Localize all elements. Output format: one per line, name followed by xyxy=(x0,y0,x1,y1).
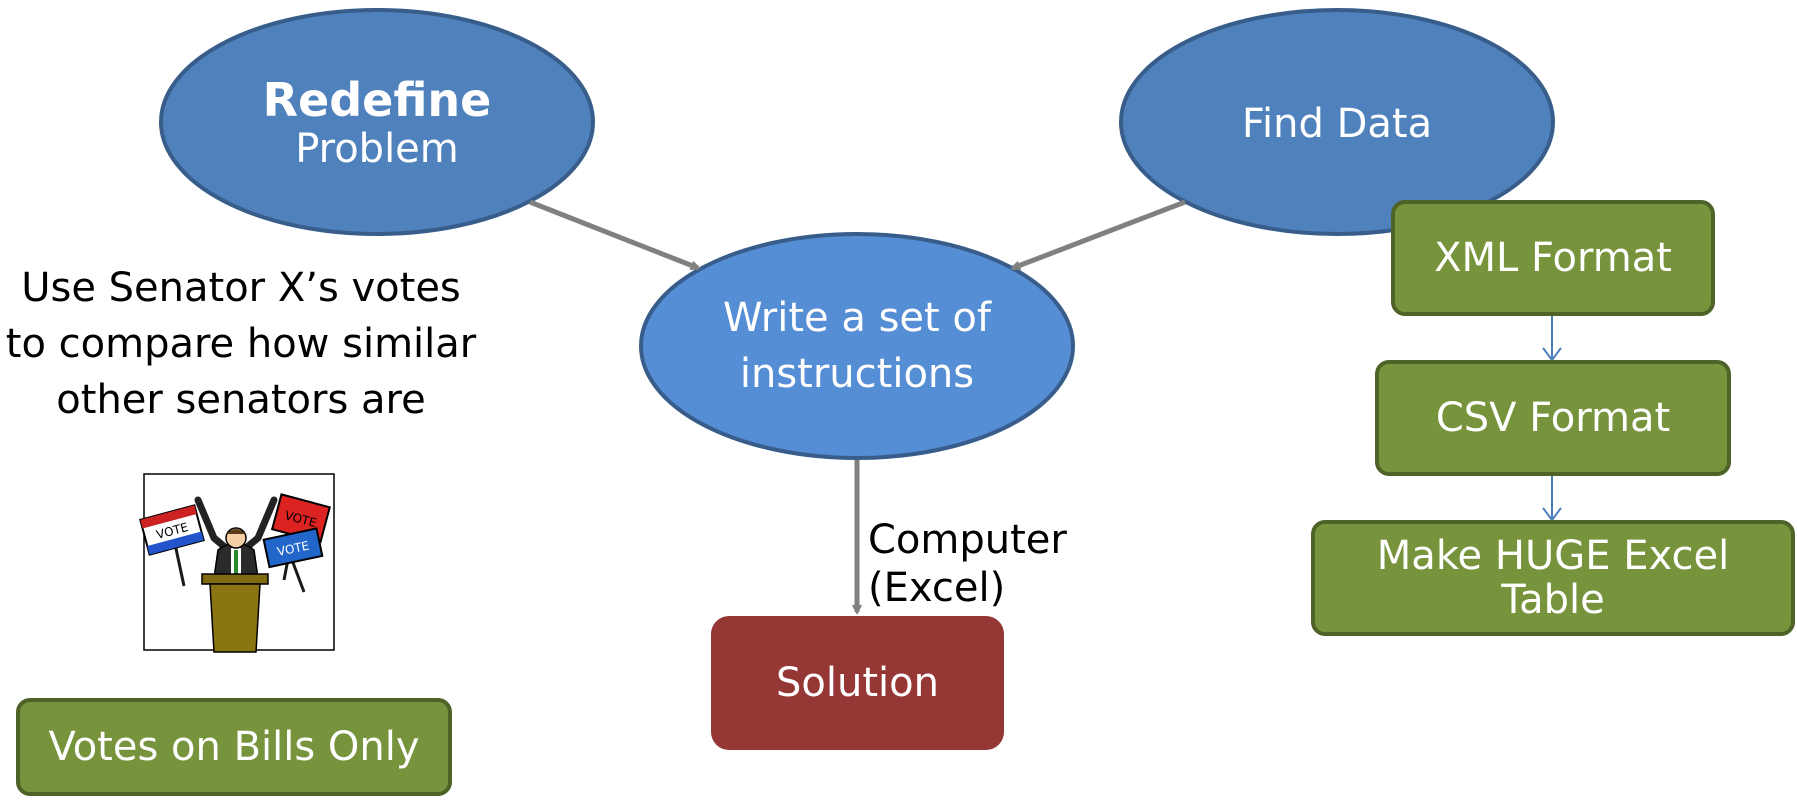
xml-format-box: XML Format xyxy=(1391,200,1715,316)
redefine-problem-label: Redefine Problem xyxy=(191,64,563,182)
computer-excel-label: Computer (Excel) xyxy=(868,517,1067,611)
make-huge-excel-table-box: Make HUGE Excel Table xyxy=(1311,520,1795,636)
arrow-xml-to-csv xyxy=(1542,316,1562,362)
arrow-redefine-to-instructions xyxy=(529,199,698,271)
arrow-finddata-to-instructions xyxy=(1013,199,1186,271)
votes-on-bills-only-box: Votes on Bills Only xyxy=(16,698,452,796)
senator-clipart: VOTE VOTE VOTE xyxy=(139,473,335,653)
find-data-ellipse xyxy=(1119,8,1555,236)
clipart-sign-text-blue: VOTE xyxy=(276,539,311,559)
solution-box: Solution xyxy=(711,616,1004,750)
arrow-csv-to-excel xyxy=(1542,476,1562,522)
redefine-title: Redefine xyxy=(262,72,492,127)
instructions-ellipse xyxy=(639,232,1075,460)
csv-format-box: CSV Format xyxy=(1375,360,1731,476)
problem-statement: Use Senator X’s votes to compare how sim… xyxy=(5,265,477,423)
redefine-subtitle: Problem xyxy=(295,126,459,173)
find-data-label: Find Data xyxy=(1241,101,1433,147)
redefine-problem-ellipse xyxy=(159,8,595,236)
instructions-label: Write a set of instructions xyxy=(723,295,991,397)
